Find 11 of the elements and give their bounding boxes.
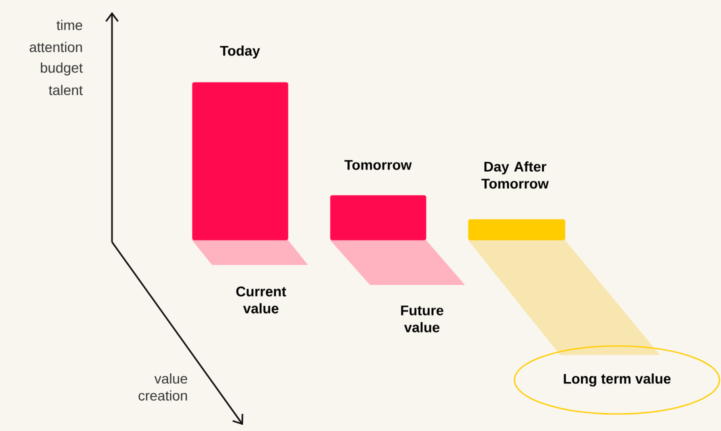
value-label: Future value (401, 306, 444, 332)
axis-label: attention (30, 42, 82, 52)
bar-heading: Day After Tomorrow (481, 161, 549, 189)
value-label: Current value (236, 286, 286, 314)
axis-label: budget (40, 62, 83, 76)
circled-label: Long term value (514, 345, 720, 415)
axis-label: talent (48, 84, 83, 96)
bar-heading: Today (220, 45, 260, 59)
bar-heading: Tomorrow (344, 160, 412, 170)
axis-label: time (56, 20, 82, 30)
axis-label: value creation (138, 373, 188, 401)
